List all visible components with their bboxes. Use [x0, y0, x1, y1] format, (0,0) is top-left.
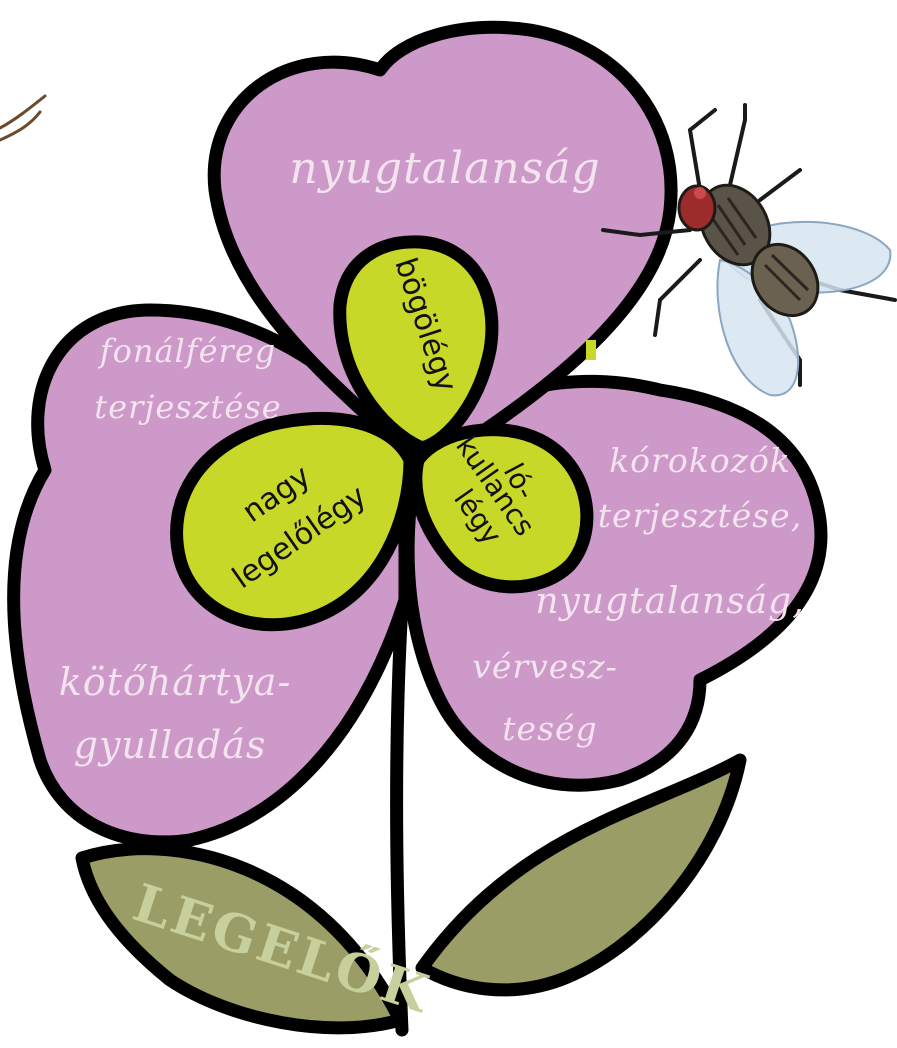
petal-top-label: nyugtalanság	[289, 143, 600, 194]
accent-chip	[586, 340, 596, 360]
scribble-decoration	[0, 96, 45, 140]
petal-right-line-5: teség	[502, 709, 597, 748]
petal-left-bottom-line-1: kötőhártya-	[59, 660, 292, 704]
petal-right-line-1: kórokozók	[609, 441, 791, 480]
petal-left-bottom-line-2: gyulladás	[74, 723, 267, 767]
leaf-right	[422, 760, 740, 990]
petal-left-top-line-2: terjesztése	[94, 388, 281, 426]
petal-left-top-line-1: fonálféreg	[98, 332, 277, 370]
petal-right-line-2: terjesztése,	[598, 496, 802, 535]
petal-right-line-3: nyugtalanság,	[535, 581, 804, 622]
petal-right-line-4: vérvesz-	[472, 647, 618, 686]
